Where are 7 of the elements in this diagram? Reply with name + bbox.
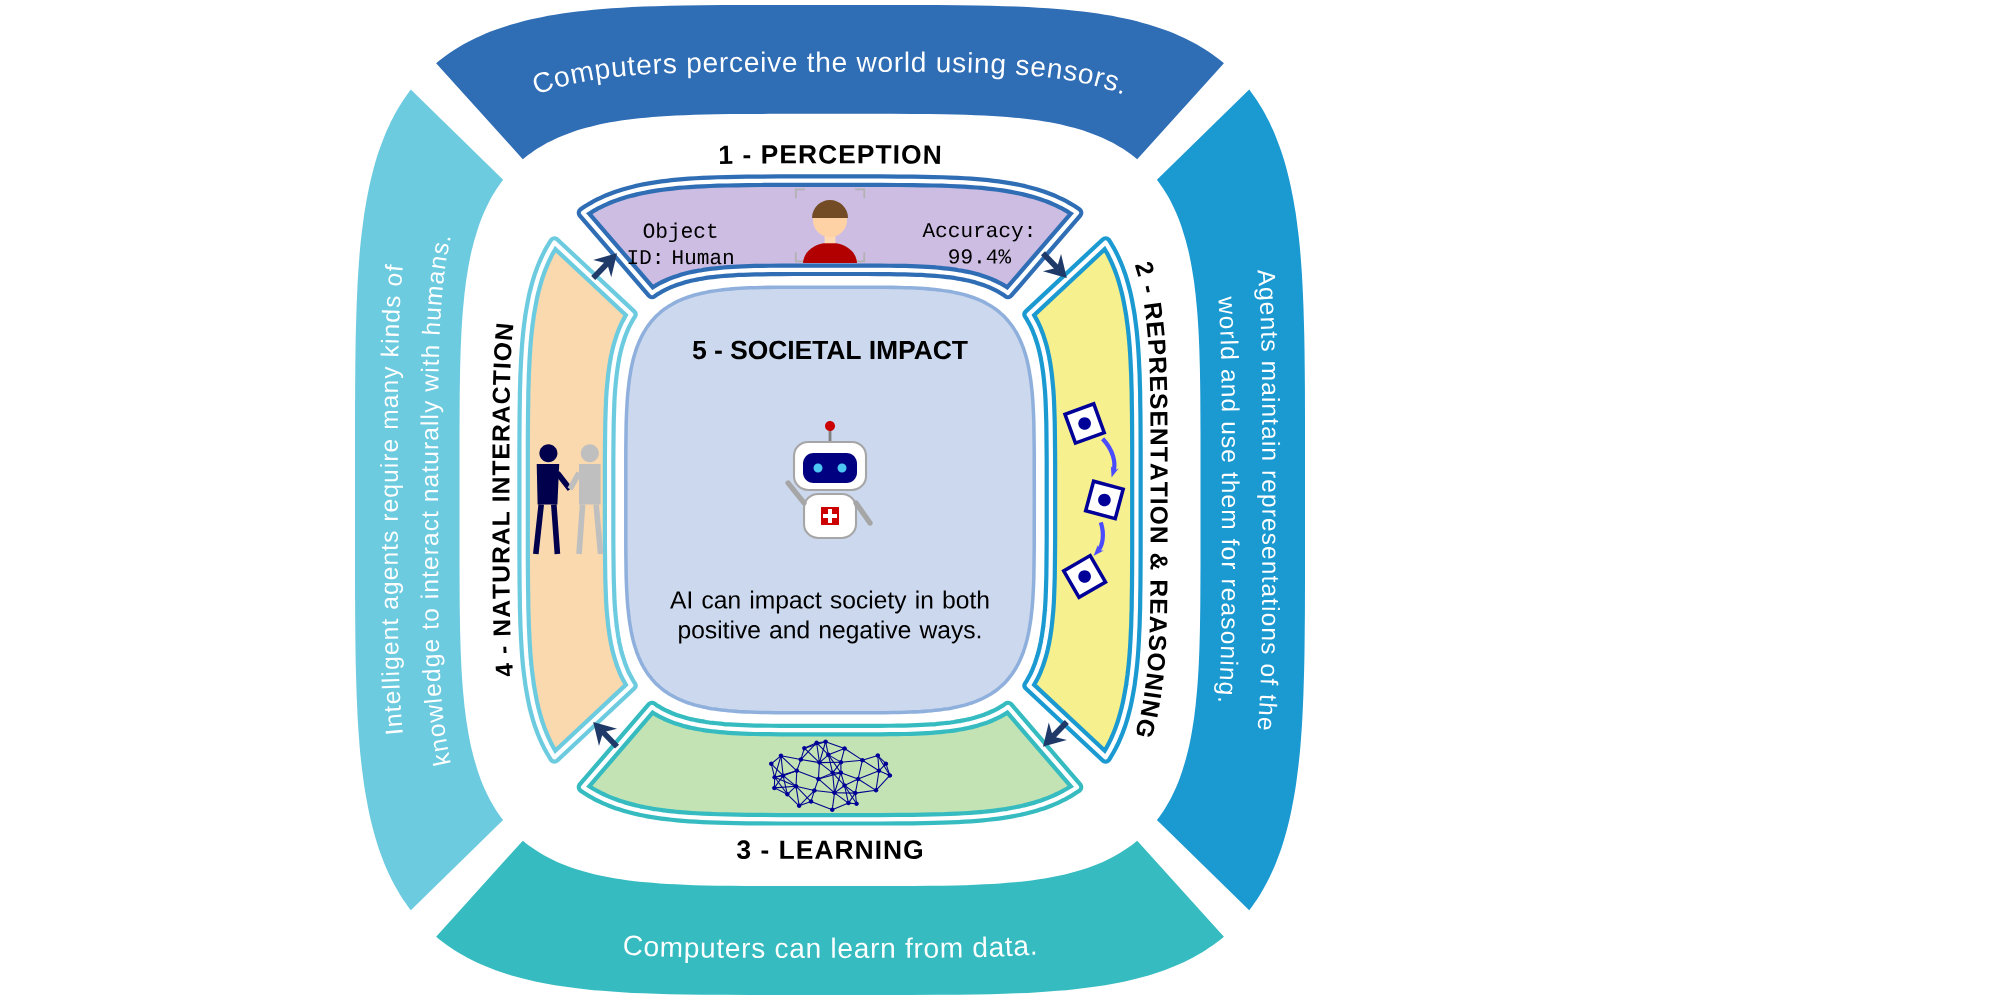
panel-heading: 3 - LEARNING: [737, 840, 923, 860]
caption-text: AI can impact society in both positive and negative ways.: [670, 590, 989, 644]
readout-text: Object ID: Human: [628, 222, 733, 265]
center-heading: 5 - SOCIETAL IMPACT: [692, 340, 968, 360]
arrow: [593, 722, 620, 749]
arrow: [1041, 251, 1067, 278]
readout-text: Accuracy: 99.4%: [922, 223, 1032, 264]
